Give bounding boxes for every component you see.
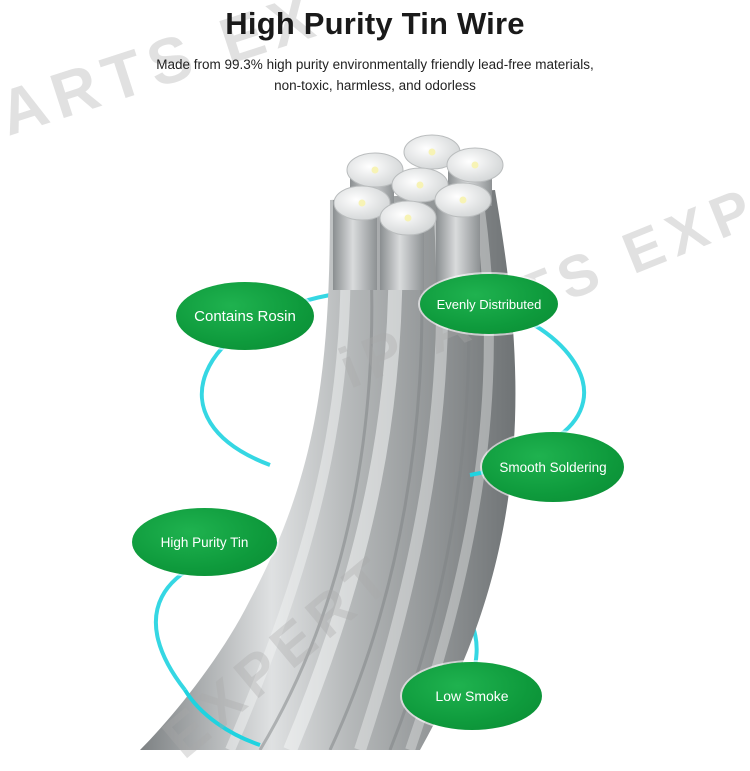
badge-contains-rosin-label: Contains Rosin: [194, 307, 296, 325]
badge-low-smoke-label: Low Smoke: [435, 688, 509, 704]
badge-high-purity-tin-label: High Purity Tin: [160, 534, 249, 550]
page-subtitle: Made from 99.3% high purity environmenta…: [0, 54, 750, 96]
badge-contains-rosin: Contains Rosin: [176, 282, 314, 350]
badge-smooth-soldering: Smooth Soldering: [482, 432, 624, 502]
badge-smooth-soldering-label: Smooth Soldering: [499, 459, 607, 475]
wire-end-caps: [333, 134, 504, 236]
badge-evenly-distributed-label: Evenly Distributed: [436, 296, 542, 312]
badge-low-smoke: Low Smoke: [402, 662, 542, 730]
subtitle-line-2: non-toxic, harmless, and odorless: [274, 78, 476, 93]
badge-high-purity-tin: High Purity Tin: [132, 508, 277, 576]
subtitle-line-1: Made from 99.3% high purity environmenta…: [156, 57, 594, 72]
badge-evenly-distributed: Evenly Distributed: [420, 274, 558, 334]
page-title: High Purity Tin Wire: [225, 6, 525, 41]
cyan-ring-front-lower: [183, 688, 261, 747]
